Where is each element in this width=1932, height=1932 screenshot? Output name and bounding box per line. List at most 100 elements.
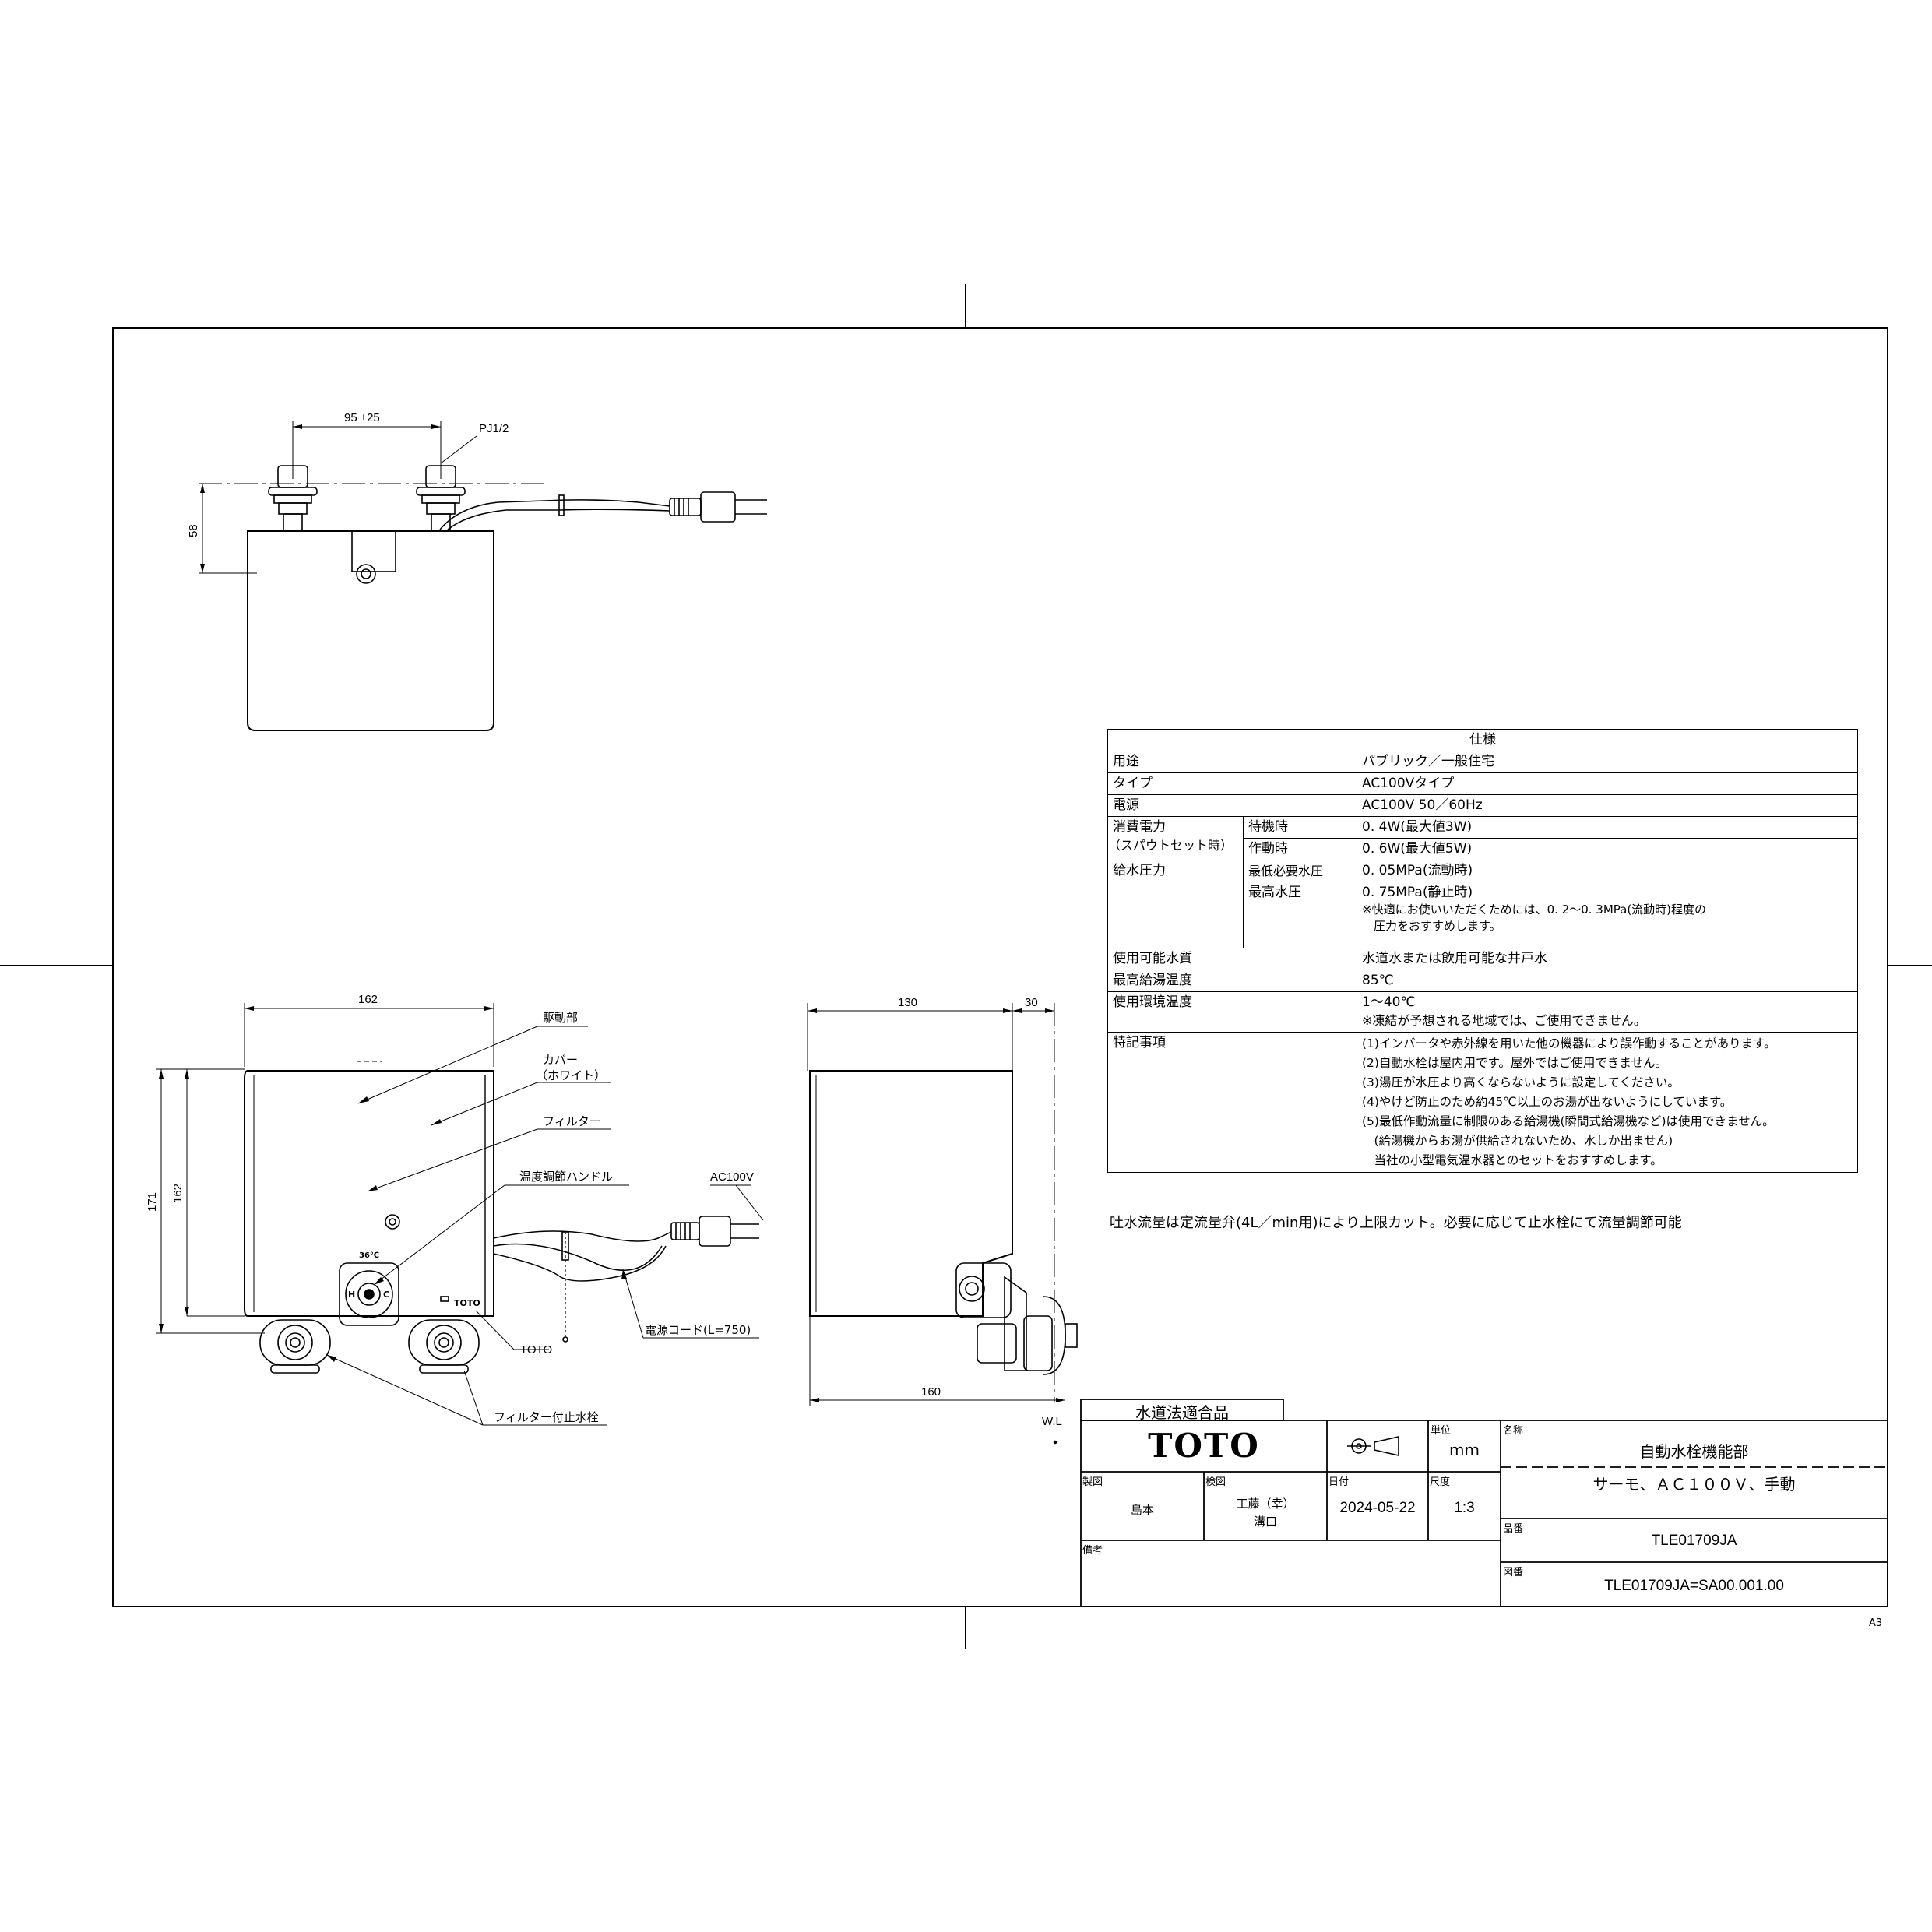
checked-by-2: 溝口 <box>1253 1515 1277 1529</box>
spec-env-temp-note: ※凍結が予想される地域では、ご使用できません。 <box>1362 1013 1646 1028</box>
unit-value: mm <box>1449 1441 1480 1459</box>
feature-item-4: (4)やけど防止のため約45℃以上のお湯が出ないようにしています。 <box>1362 1095 1733 1109</box>
spec-features-cell: (1)インバータや赤外線を用いた他の機器により誤作動することがあります。 (2)… <box>1357 1032 1858 1173</box>
spec-header: 仕様 <box>1107 729 1858 751</box>
feature-item-1: (1)インバータや赤外線を用いた他の機器により誤作動することがあります。 <box>1362 1036 1776 1050</box>
spec-label-max-temp: 最高給湯温度 <box>1107 970 1357 992</box>
label-pj12: PJ1/2 <box>479 422 509 435</box>
feature-item-2: (2)自動水栓は屋内用です。屋外ではご使用できません。 <box>1362 1056 1667 1070</box>
spec-label-consumption-main: 消費電力 <box>1113 819 1166 835</box>
feature-item-7: 当社の小型電気温水器とのセットをおすすめします。 <box>1362 1153 1663 1167</box>
brand-mark-front: TOTO <box>454 1298 480 1308</box>
unit-caption: 単位 <box>1431 1425 1452 1437</box>
dim-162-width: 162 <box>358 993 378 1006</box>
fitting-left <box>268 465 318 532</box>
date-caption: 日付 <box>1328 1476 1350 1488</box>
remarks-caption: 備考 <box>1082 1545 1103 1557</box>
handle-temp-label: 36℃ <box>359 1251 379 1260</box>
projection-symbol <box>1347 1435 1399 1457</box>
spec-value-max-pressure: 0. 75MPa(静止時) <box>1362 885 1473 900</box>
spec-pressure-note-2: 圧力をおすすめします。 <box>1362 919 1501 933</box>
spec-label-max-pressure: 最高水圧 <box>1243 882 1357 948</box>
front-view: 162 171 162 36℃ H C TOTO <box>146 993 764 1426</box>
top-view: 95 ±25 PJ1/2 58 <box>187 411 767 731</box>
product-name-1: 自動水栓機能部 <box>1639 1442 1749 1461</box>
spec-env-temp-cell: 1～40℃ ※凍結が予想される地域では、ご使用できません。 <box>1357 991 1858 1033</box>
spec-label-consumption: 消費電力 （スパウトセット時） <box>1107 816 1244 860</box>
title-block-lines <box>1080 1399 1888 1607</box>
handle-c-label: C <box>383 1290 389 1300</box>
dim-95: 95 ±25 <box>344 411 380 424</box>
spec-value-use: パブリック／一般住宅 <box>1357 751 1858 773</box>
spec-label-consumption-sub: （スパウトセット時） <box>1108 838 1233 853</box>
spec-label-type: タイプ <box>1107 772 1357 795</box>
product-name-2: サーモ、ＡＣ１００Ｖ、手動 <box>1592 1475 1796 1494</box>
feature-item-6: (給湯機からお湯が供給されないため、水しか出ません) <box>1362 1134 1673 1148</box>
spec-value-power-source: AC100V 50／60Hz <box>1357 794 1858 817</box>
plug-top <box>669 491 767 523</box>
label-wl: W.L <box>1042 1415 1062 1428</box>
drawn-by: 島本 <box>1130 1503 1154 1517</box>
drawing-no-caption: 図番 <box>1503 1567 1524 1578</box>
part-number: TLE01709JA <box>1651 1533 1737 1549</box>
checked-by-1: 工藤（幸） <box>1236 1497 1295 1511</box>
fitting-right <box>416 465 466 532</box>
callout-filter-valve: フィルター付止水栓 <box>494 1410 599 1424</box>
spec-label-standby: 待機時 <box>1243 816 1357 839</box>
dim-171: 171 <box>146 1192 159 1212</box>
callout-cord: 電源コード(L=750) <box>645 1323 751 1337</box>
dim-58: 58 <box>187 524 200 537</box>
spec-label-water-quality: 使用可能水質 <box>1107 948 1357 970</box>
dim-162-height: 162 <box>171 1184 185 1203</box>
spec-value-min-pressure: 0. 05MPa(流動時) <box>1357 860 1858 882</box>
sheet-size-mark: A3 <box>1869 1617 1882 1629</box>
spec-label-power-source: 電源 <box>1107 794 1357 817</box>
spec-label-operating: 作動時 <box>1243 838 1357 860</box>
spec-table: 仕様 用途 パブリック／一般住宅 タイプ AC100Vタイプ 電源 AC100V… <box>1107 729 1858 1201</box>
spec-label-min-pressure: 最低必要水圧 <box>1243 860 1357 882</box>
handle-h-label: H <box>348 1290 355 1300</box>
spec-value-operating: 0. 6W(最大値5W) <box>1357 838 1858 860</box>
callout-cover: カバー <box>543 1053 578 1067</box>
dim-130: 130 <box>898 996 917 1009</box>
spec-value-max-temp: 85℃ <box>1357 970 1858 992</box>
drawing-number: TLE01709JA=SA00.001.00 <box>1604 1578 1784 1594</box>
spec-max-pressure-cell: 0. 75MPa(静止時) ※快適にお使いいただくためには、0. 2～0. 3M… <box>1357 882 1858 948</box>
scale-value: 1:3 <box>1454 1500 1475 1516</box>
spec-value-type: AC100Vタイプ <box>1357 772 1858 795</box>
fitting-bottom-left <box>259 1319 331 1374</box>
spec-label-features: 特記事項 <box>1107 1032 1357 1173</box>
checked-caption: 検図 <box>1205 1476 1226 1488</box>
temp-handle: 36℃ H C <box>339 1251 399 1326</box>
spec-value-water-quality: 水道水または飲用可能な井戸水 <box>1357 948 1858 970</box>
plug-front <box>670 1216 759 1247</box>
callout-filter: フィルター <box>543 1114 601 1128</box>
side-view: 130 30 160 W.L <box>807 996 1078 1445</box>
spec-value-env-temp: 1～40℃ <box>1362 994 1416 1010</box>
callout-cover-sub: （ホワイト） <box>536 1068 606 1082</box>
dim-30: 30 <box>1025 996 1038 1009</box>
callout-drive: 駆動部 <box>543 1011 578 1025</box>
compliance-label: 水道法適合品 <box>1135 1403 1229 1422</box>
callout-temp-handle: 温度調節ハンドル <box>519 1170 613 1184</box>
date-value: 2024-05-22 <box>1339 1500 1416 1516</box>
brand-logo: TOTO <box>1148 1427 1260 1465</box>
name-caption: 名称 <box>1503 1425 1524 1437</box>
spec-label-env-temp: 使用環境温度 <box>1107 991 1357 1033</box>
spec-value-standby: 0. 4W(最大値3W) <box>1357 816 1858 839</box>
callout-ac100v: AC100V <box>710 1170 754 1184</box>
fitting-bottom-right <box>408 1319 480 1374</box>
feature-item-5: (5)最低作動流量に制限のある給湯機(瞬間式給湯機など)は使用できません。 <box>1362 1114 1775 1128</box>
part-caption: 品番 <box>1503 1523 1524 1535</box>
spec-label-use: 用途 <box>1107 751 1357 773</box>
sheet-border <box>112 327 1888 1607</box>
spec-label-pressure: 給水圧力 <box>1107 860 1244 948</box>
spec-pressure-note-1: ※快適にお使いいただくためには、0. 2～0. 3MPa(流動時)程度の <box>1362 903 1707 917</box>
callout-toto: TOTO <box>520 1343 552 1357</box>
flow-note: 吐水流量は定流量弁(4L／min用)により上限カット。必要に応じて止水栓にて流量… <box>1110 1215 1682 1231</box>
drawn-caption: 製図 <box>1082 1476 1103 1488</box>
dim-160: 160 <box>921 1385 941 1399</box>
scale-caption: 尺度 <box>1430 1476 1451 1488</box>
feature-item-3: (3)湯圧が水圧より高くならないように設定してください。 <box>1362 1075 1680 1089</box>
